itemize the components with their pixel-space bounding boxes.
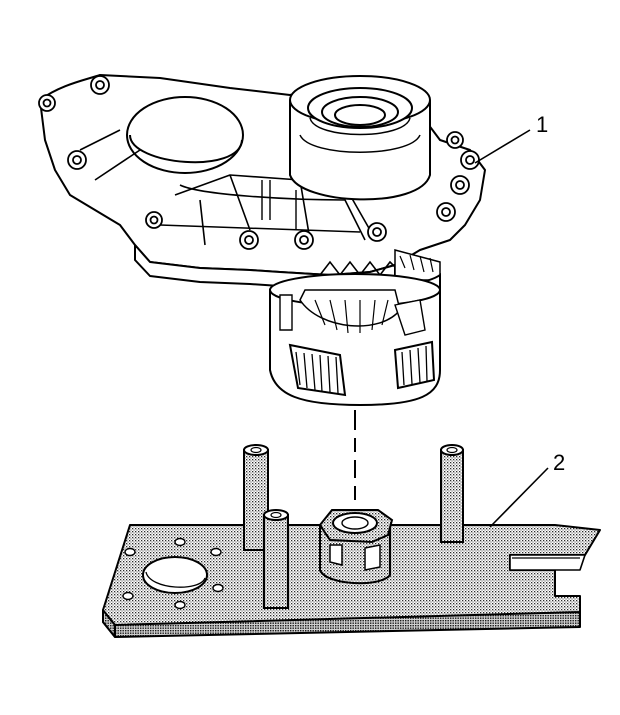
transfer-case-housing (38, 74, 486, 289)
callout-1-label: 1 (536, 112, 548, 137)
guide-pin-right (440, 444, 464, 543)
callout-2-label: 2 (553, 450, 565, 475)
callout-2-leader (489, 467, 549, 528)
spline-adapter (318, 509, 394, 585)
callout-1-leader (474, 129, 531, 164)
guide-pin-front (263, 509, 289, 609)
callout-2: 2 (489, 450, 565, 528)
callout-1: 1 (474, 112, 548, 164)
differential-case (269, 273, 441, 407)
